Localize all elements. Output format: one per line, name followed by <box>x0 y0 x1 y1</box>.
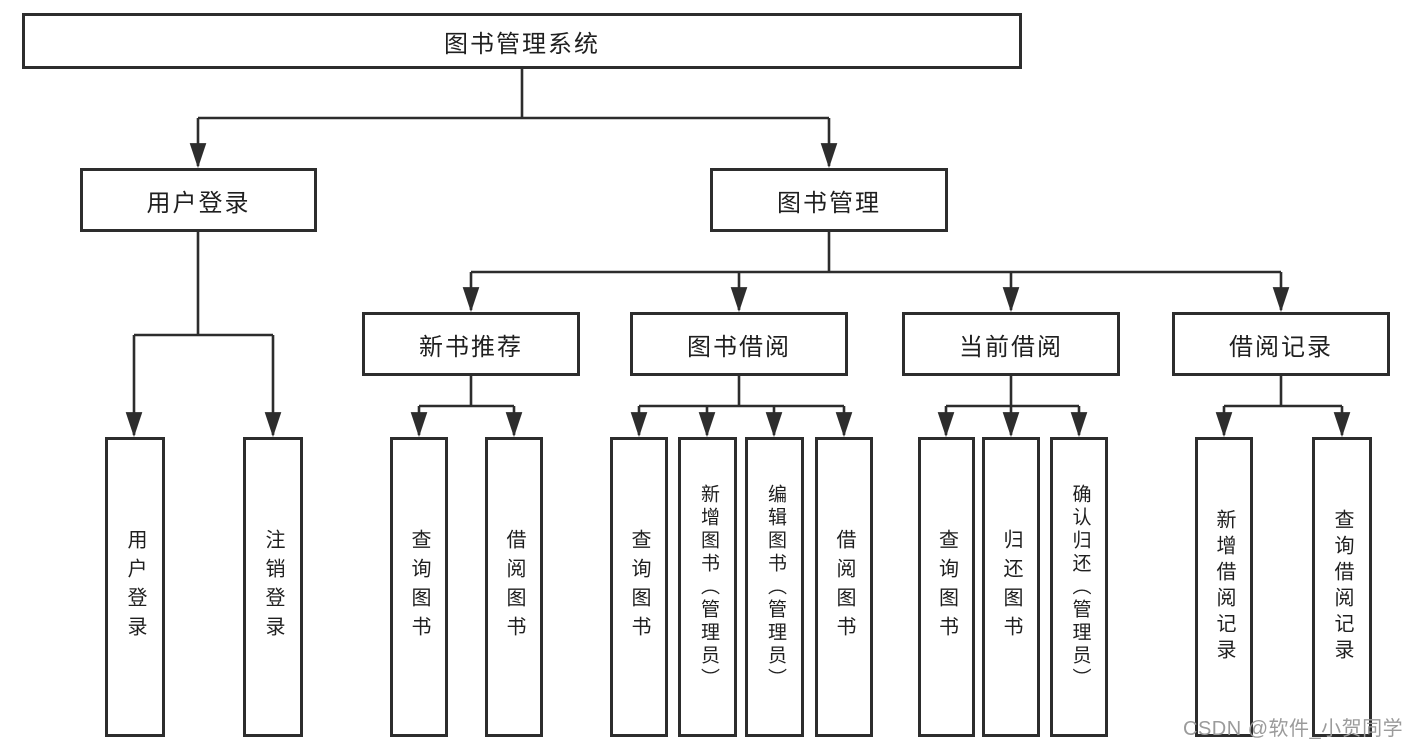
leaf-cb-confirm-return-admin: 确认归还（管理员） <box>1050 437 1108 737</box>
leaf-br-query-record: 查询借阅记录 <box>1312 437 1372 737</box>
node-root: 图书管理系统 <box>22 13 1022 69</box>
node-user-login-label: 用户登录 <box>146 189 251 217</box>
leaf-user-login-label: 用户登录 <box>124 529 146 645</box>
node-current-borrow: 当前借阅 <box>902 312 1120 376</box>
leaf-user-login: 用户登录 <box>105 437 165 737</box>
node-book-mgmt-label: 图书管理 <box>777 189 881 217</box>
leaf-nb-query-books-label: 查询图书 <box>408 529 430 645</box>
node-book-borrow: 图书借阅 <box>630 312 848 376</box>
leaf-cb-return-books-label: 归还图书 <box>1000 529 1022 645</box>
leaf-cb-query-books: 查询图书 <box>918 437 975 737</box>
leaf-cb-query-books-label: 查询图书 <box>935 529 958 645</box>
node-new-book-rec-label: 新书推荐 <box>419 333 523 361</box>
connector-book-borrow-split <box>639 376 844 408</box>
leaf-bb-borrow-books-label: 借阅图书 <box>833 529 855 645</box>
leaf-bb-edit-books-admin-label: 编辑图书（管理员） <box>764 483 786 691</box>
node-root-label: 图书管理系统 <box>444 30 600 58</box>
connector-root-split <box>198 69 829 120</box>
node-current-borrow-label: 当前借阅 <box>959 333 1063 361</box>
leaf-logout-label: 注销登录 <box>262 529 284 645</box>
leaf-nb-borrow-books-label: 借阅图书 <box>503 529 525 645</box>
connector-book-mgmt-split <box>471 232 1281 274</box>
connector-current-borrow-split <box>946 376 1079 408</box>
leaf-cb-confirm-return-admin-label: 确认归还（管理员） <box>1069 483 1091 691</box>
node-borrow-records-label: 借阅记录 <box>1229 333 1333 361</box>
leaf-bb-add-books-admin: 新增图书（管理员） <box>678 437 737 737</box>
connector-user-login-split <box>134 232 273 337</box>
node-borrow-records: 借阅记录 <box>1172 312 1390 376</box>
leaf-nb-query-books: 查询图书 <box>390 437 448 737</box>
leaf-br-add-record: 新增借阅记录 <box>1195 437 1253 737</box>
connector-new-book-rec-split <box>419 376 514 408</box>
leaf-br-query-record-label: 查询借阅记录 <box>1331 509 1353 665</box>
node-new-book-rec: 新书推荐 <box>362 312 580 376</box>
connector-borrow-records-split <box>1224 376 1342 408</box>
leaf-bb-borrow-books: 借阅图书 <box>815 437 873 737</box>
leaf-bb-query-books-label: 查询图书 <box>628 529 650 645</box>
leaf-cb-return-books: 归还图书 <box>982 437 1040 737</box>
node-user-login: 用户登录 <box>80 168 317 232</box>
leaf-nb-borrow-books: 借阅图书 <box>485 437 543 737</box>
node-book-borrow-label: 图书借阅 <box>687 333 791 361</box>
node-book-mgmt: 图书管理 <box>710 168 948 232</box>
leaf-br-add-record-label: 新增借阅记录 <box>1213 509 1235 665</box>
leaf-bb-add-books-admin-label: 新增图书（管理员） <box>697 483 719 691</box>
leaf-logout: 注销登录 <box>243 437 303 737</box>
leaf-bb-edit-books-admin: 编辑图书（管理员） <box>745 437 804 737</box>
leaf-bb-query-books: 查询图书 <box>610 437 668 737</box>
watermark-text: CSDN @软件_小贺同学 <box>1183 718 1404 740</box>
